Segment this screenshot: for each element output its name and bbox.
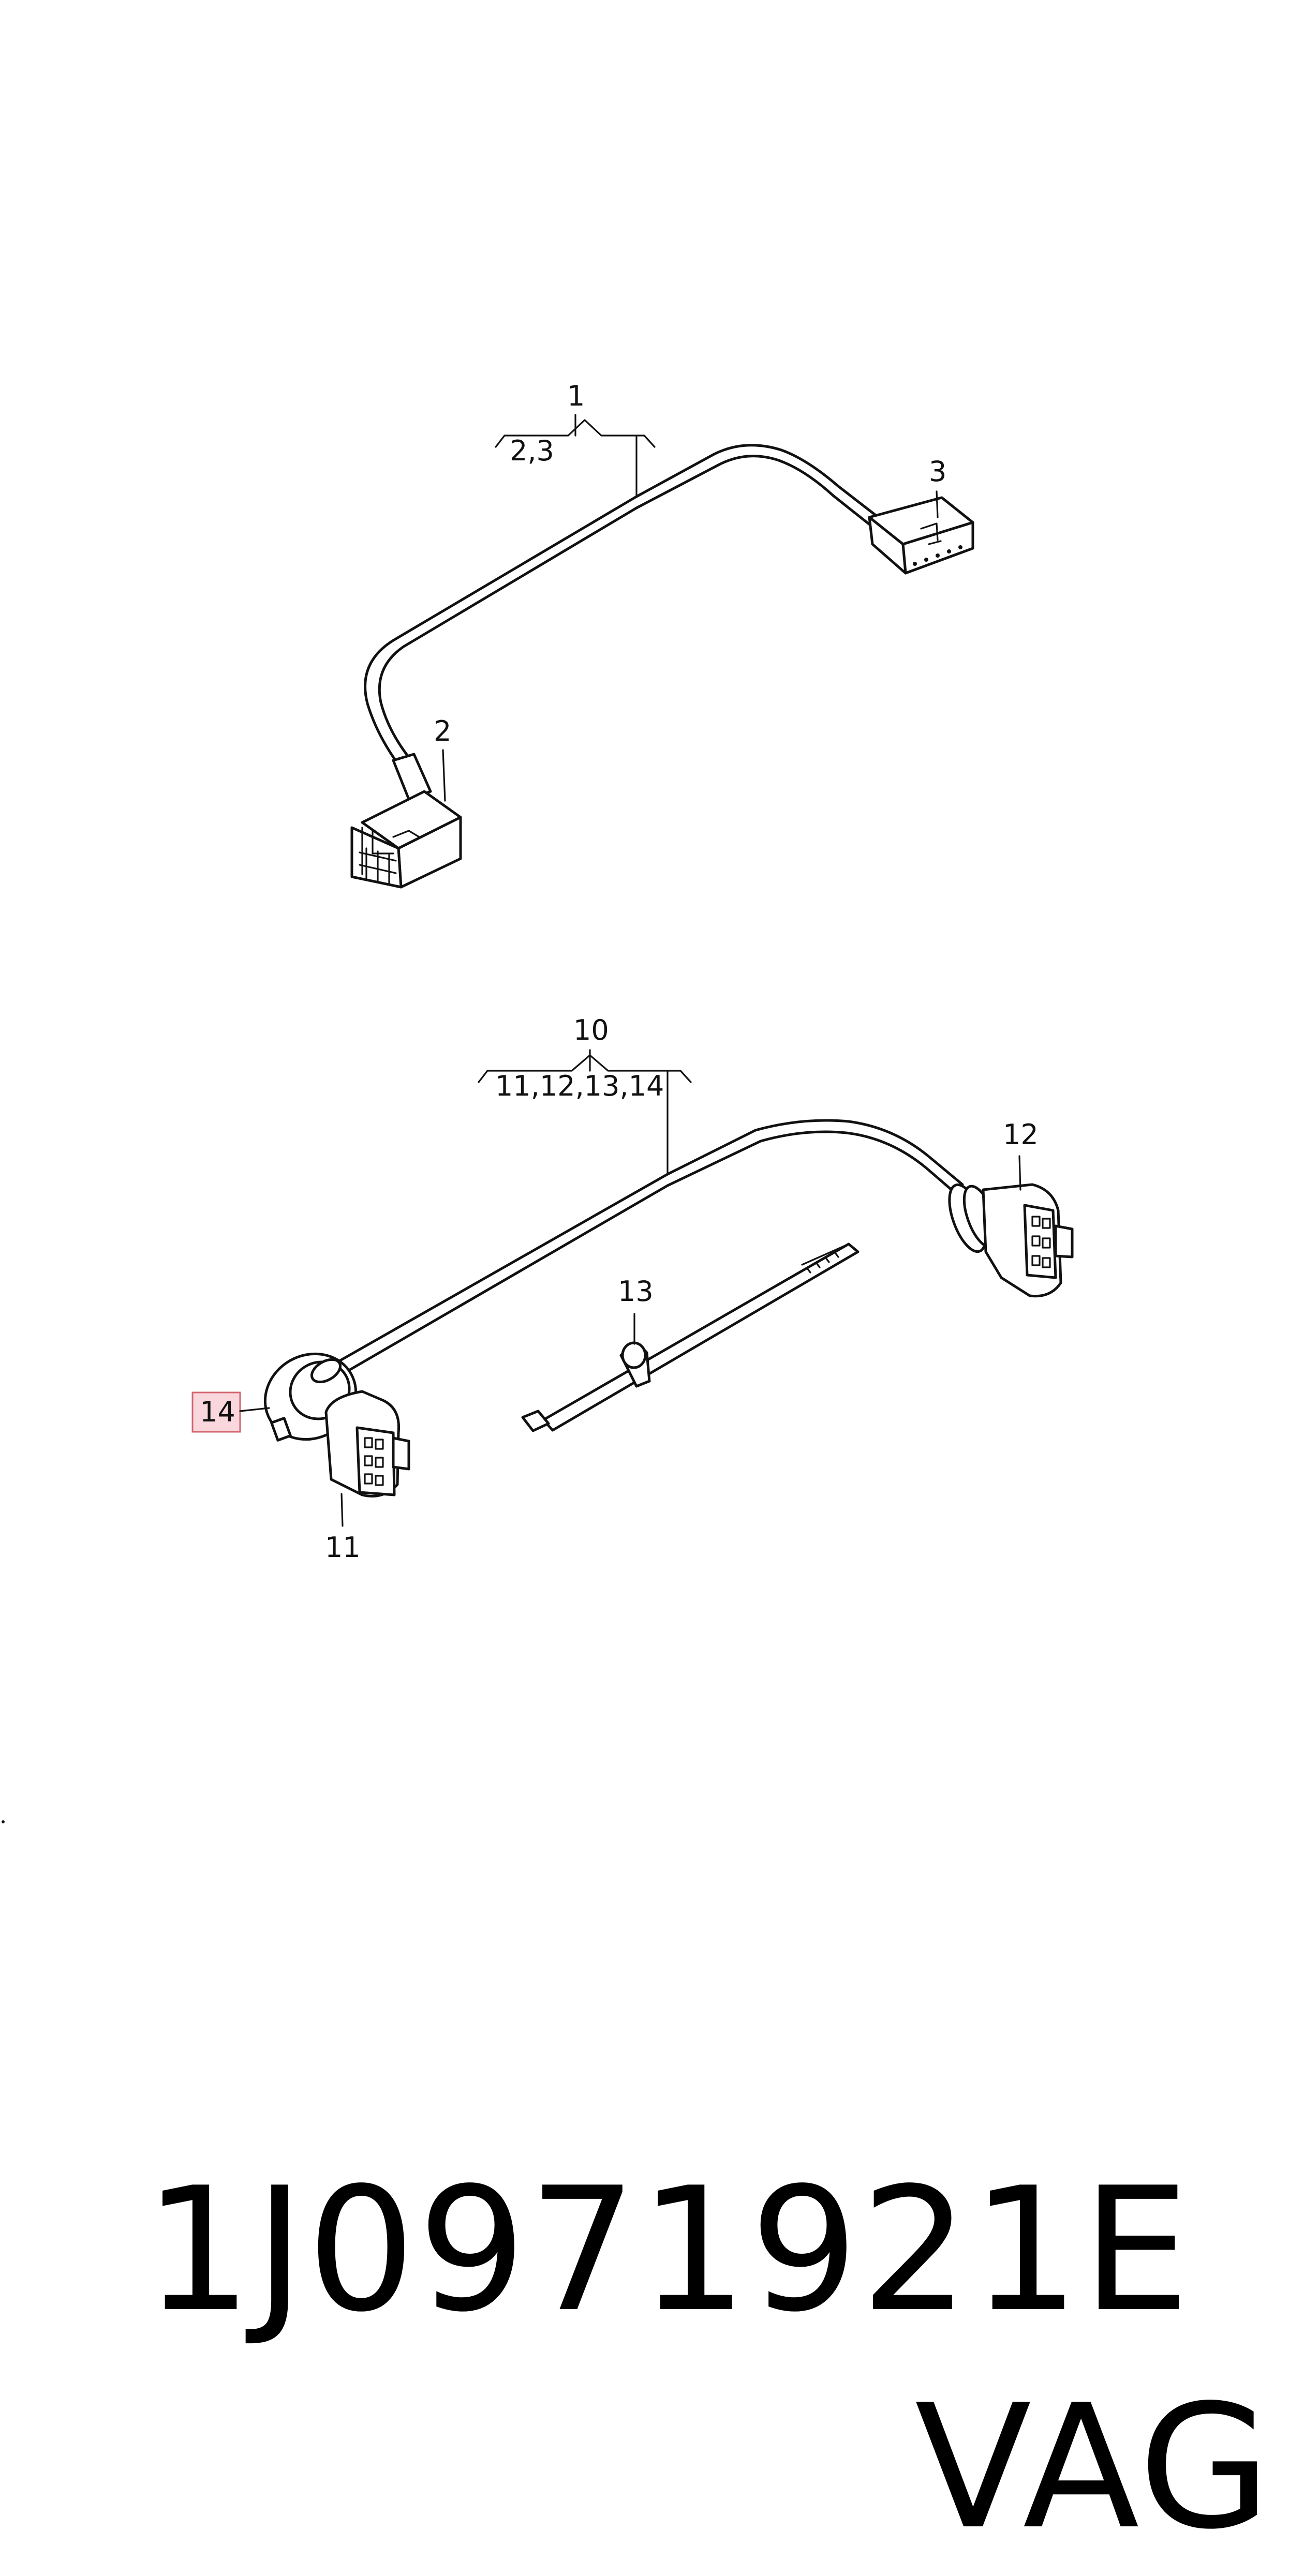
cable-tie-serrations: [806, 1252, 839, 1274]
cable-1: [364, 444, 881, 766]
callout-1-bracket: [495, 414, 656, 498]
assembly-1-harness: 1 2,3 3: [350, 380, 974, 889]
callout-1-label: 1: [567, 380, 585, 412]
connector-12-pins: [1031, 1216, 1051, 1268]
stray-mark: [2, 1820, 5, 1823]
callout-2-label: 2: [434, 715, 451, 747]
callout-10-label: 10: [573, 1014, 609, 1046]
cable-10: [330, 1119, 964, 1379]
callout-14-highlight[interactable]: 14: [191, 1391, 241, 1433]
callout-13-label: 13: [618, 1275, 654, 1308]
parts-diagram: 1 2,3 3: [2, 380, 1074, 1823]
connector-12: [948, 1183, 1074, 1298]
callout-10-sub-label: 11,12,13,14: [495, 1070, 664, 1102]
callout-1-sub-label: 2,3: [510, 435, 554, 467]
part-number: 1J0971921E: [143, 2151, 1192, 2349]
footer: 1J0971921E VAG: [31, 1924, 1273, 2567]
callout-14-box[interactable]: [191, 1391, 241, 1433]
assembly-10-harness: 10 11,12,13,14 12: [191, 1014, 1074, 1564]
connector-3: [868, 496, 974, 575]
connector-11-pins: [364, 1437, 384, 1486]
cable-tie-13: [521, 1242, 860, 1432]
connector-3-pins: [913, 545, 962, 566]
brand-name: VAG: [914, 2368, 1273, 2567]
connector-2: [350, 753, 462, 889]
connector-11: [324, 1390, 410, 1497]
callout-11-label: 11: [325, 1531, 361, 1564]
connector-2-pins: [359, 847, 397, 885]
callout-3-label: 3: [929, 455, 946, 488]
callout-12-label: 12: [1003, 1118, 1039, 1151]
callout-14-label: 14: [200, 1396, 235, 1428]
callout-10-bracket: [478, 1049, 692, 1175]
